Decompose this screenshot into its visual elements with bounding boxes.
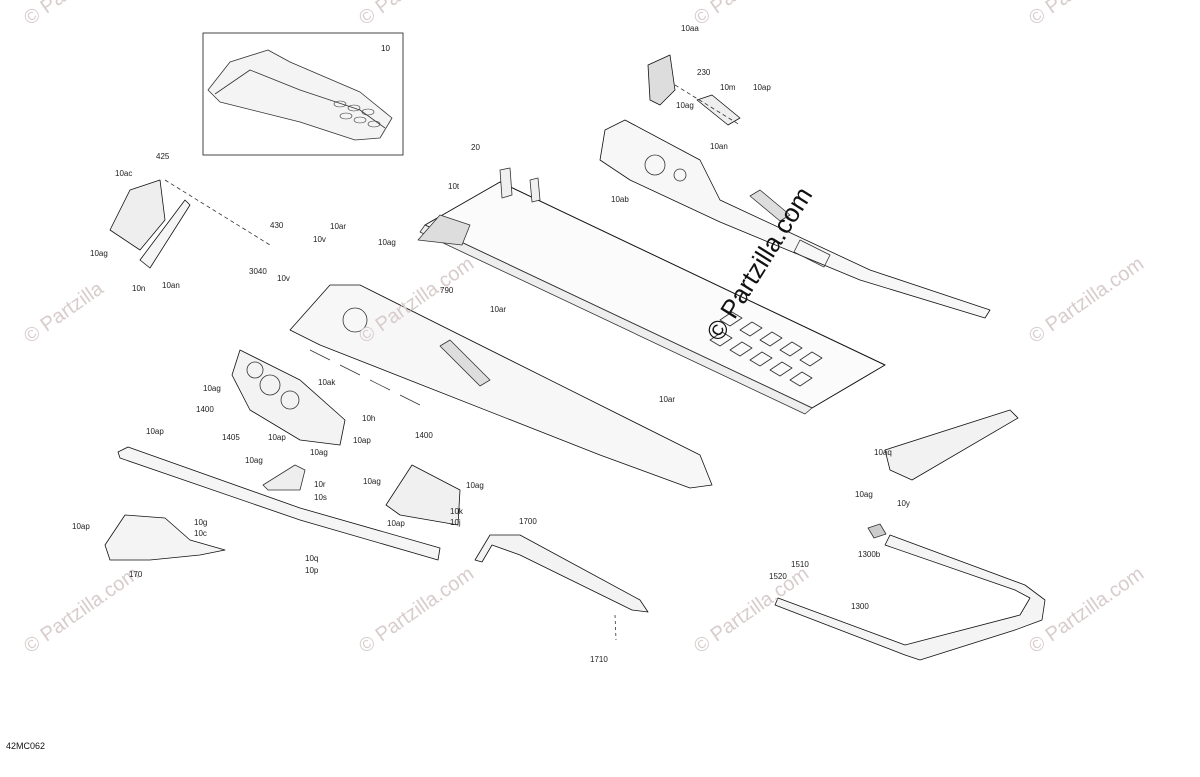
callout-label: 10ap [353,436,371,445]
callout-label: 10ag [466,481,484,490]
callout-label: 10ag [676,101,694,110]
right-side-rail [599,119,991,319]
callout-label: 425 [156,152,170,161]
callout-label: 10m [720,83,736,92]
callout-label: 10ag [203,384,221,393]
callout-label: 1300b [858,550,881,559]
callout-label: 230 [697,68,711,77]
callout-label: 20 [471,143,480,152]
callout-label: 10ap [753,83,771,92]
callout-label: 10n [132,284,146,293]
callout-label: 10h [362,414,376,423]
callout-label: 790 [440,286,454,295]
callout-label: 10t [448,182,460,191]
callout-label: 10ap [268,433,286,442]
callout-label: 170 [129,570,143,579]
callout-label: 10ag [310,448,328,457]
callout-label: 10ag [90,249,108,258]
curved-rail-1700 [474,534,649,641]
rear-bumper-10y [884,409,1019,481]
callout-label: 10ag [245,456,263,465]
callout-label: 10aa [681,24,699,33]
callout-label: 10k [450,507,463,516]
callout-label: 1405 [222,433,240,442]
callout-label: 10ar [330,222,347,231]
callout-label: 3040 [249,267,267,276]
left-side-rail [289,284,713,489]
callout-label: 10r [314,480,326,489]
callout-label: 10an [710,142,728,151]
callout-label: 10g [194,518,208,527]
callout-label: 10ab [611,195,629,204]
callout-label: 1710 [590,655,608,664]
callout-label: 10ap [387,519,405,528]
tunnel-panel [417,167,886,415]
callout-label: 10ak [318,378,336,387]
callout-label: 1300 [851,602,869,611]
small-bracket-10r [262,464,306,491]
callout-label: 1520 [769,572,787,581]
callout-label: 10j [450,518,461,527]
callout-label: 10ar [659,395,676,404]
left-bracket [109,179,271,269]
top-right-bracket [647,54,741,126]
rear-bumper-1300 [774,523,1046,661]
callout-label: 10ag [855,490,873,499]
inset-part-number: 10 [381,44,390,53]
callout-label: 1700 [519,517,537,526]
callout-label: 10aq [874,448,892,457]
foot-bracket-10g [104,514,226,561]
callout-label: 10p [305,566,319,575]
callout-label: 10ag [363,477,381,486]
callout-label: 10ar [490,305,507,314]
callout-label: 10q [305,554,319,563]
front-plate [231,349,346,446]
callout-label: 1510 [791,560,809,569]
diagram-code: 42MC062 [6,741,46,751]
small-bracket-10k [385,464,461,526]
inset-frame [202,32,404,156]
callout-label: 1400 [196,405,214,414]
front-strip [117,446,441,561]
callout-label: 10ag [378,238,396,247]
callout-label: 10c [194,529,207,538]
callout-label: 10ac [115,169,133,178]
callout-label: 10ap [72,522,90,531]
callout-label: 10y [897,499,910,508]
callout-label: 10an [162,281,180,290]
callout-label: 430 [270,221,284,230]
callout-label: 1400 [415,431,433,440]
callout-label: 10v [277,274,290,283]
callout-label: 10v [313,235,326,244]
callout-label: 10ap [146,427,164,436]
callout-label: 10s [314,493,327,502]
